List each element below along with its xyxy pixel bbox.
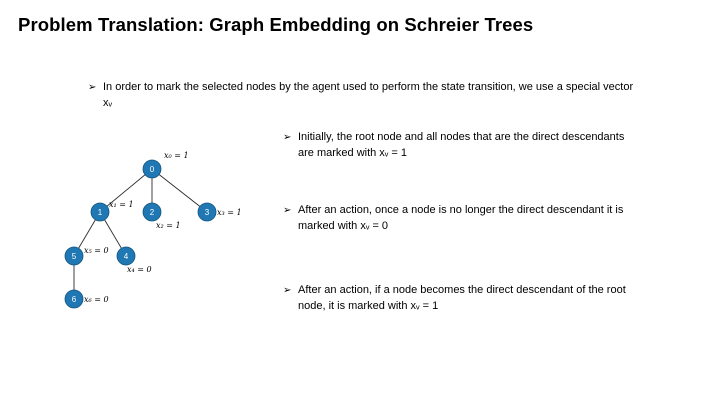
intro-bullet: ➢ In order to mark the selected nodes by… — [88, 80, 644, 112]
tree-node-5 — [64, 246, 84, 266]
bullet-arrow-icon: ➢ — [88, 82, 97, 93]
tree-node-1 — [90, 202, 110, 222]
schreier-tree-svg: 0 x₀ = 1 1 x₁ = 1 2x₂ = 1 3 x₃ = 1 5 x₅ = 0 4 x₄ =… — [64, 151, 242, 309]
right-bullet-2-text: After an action, once a node is no longe… — [298, 204, 624, 232]
right-bullet-1: ➢ Initially, the root node and all nodes… — [283, 130, 628, 162]
tree-node-value-label: x₅ = 0 — [84, 246, 109, 255]
tree-node-number: 3 — [205, 208, 210, 217]
page-title: Problem Translation: Graph Embedding on … — [18, 14, 534, 35]
tree-node-number: 2 — [150, 208, 155, 217]
tree-node-value-label: x₂ = 1 — [156, 221, 181, 230]
tree-node-6 — [64, 289, 84, 309]
tree-node-number: 0 — [150, 165, 155, 174]
tree-node-4 — [116, 246, 136, 266]
right-bullet-3-text: After an action, if a node becomes the d… — [298, 284, 626, 312]
tree-edge — [151, 168, 208, 213]
tree-node-value-label: x₄ = 0 — [127, 265, 152, 274]
right-bullet-3: ➢ After an action, if a node becomes the… — [283, 283, 635, 315]
tree-node-number: 4 — [124, 252, 129, 261]
tree-node-value-label: x₁ = 1 — [109, 200, 134, 209]
bullet-arrow-icon: ➢ — [283, 285, 292, 296]
tree-edge — [99, 168, 153, 213]
intro-bullet-text: In order to mark the selected nodes by t… — [103, 81, 634, 109]
tree-node-value-label: x₆ = 0 — [84, 295, 109, 304]
tree-node-number: 5 — [72, 252, 77, 261]
tree-node-2 — [142, 202, 162, 222]
tree-node-0 — [142, 159, 162, 179]
bullet-arrow-icon: ➢ — [283, 205, 292, 216]
right-bullet-1-text: Initially, the root node and all nodes t… — [298, 131, 625, 159]
bullet-arrow-icon: ➢ — [283, 132, 292, 143]
tree-node-value-label: x₀ = 1 — [164, 151, 189, 160]
tree-node-number: 6 — [72, 295, 77, 304]
tree-node-value-label: x₃ = 1 — [217, 208, 242, 217]
tree-node-number: 1 — [98, 208, 103, 217]
right-bullet-2: ➢ After an action, once a node is no lon… — [283, 203, 633, 235]
tree-node-3 — [197, 202, 217, 222]
